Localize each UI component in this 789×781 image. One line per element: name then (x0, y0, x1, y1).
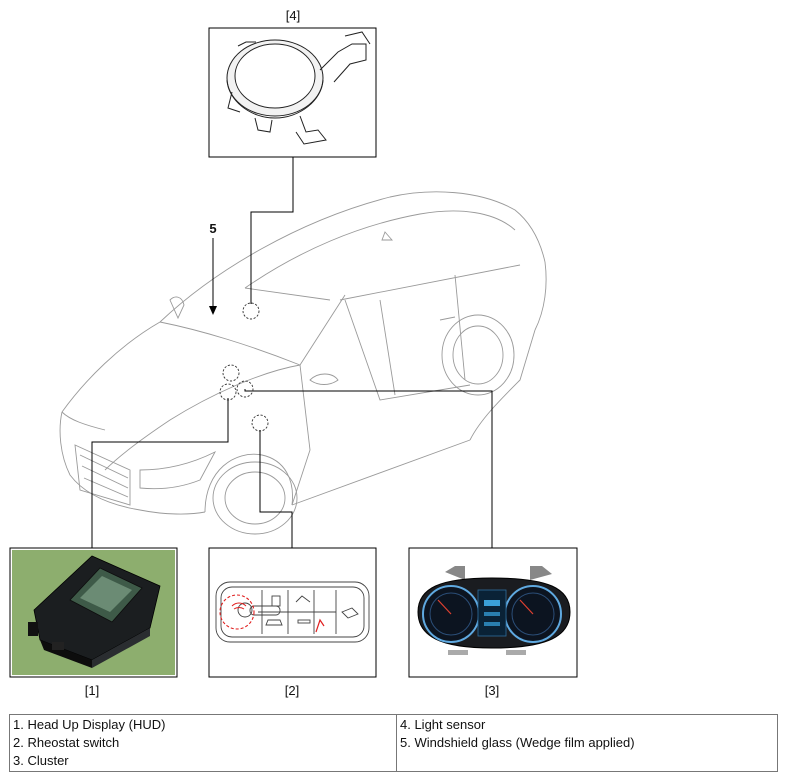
callout-label-2: [2] (284, 683, 300, 698)
cluster-panel (408, 547, 578, 678)
legend-item: 3. Cluster (13, 753, 69, 768)
car-outline (59, 191, 547, 535)
legend-item: 1. Head Up Display (HUD) (13, 717, 166, 732)
callout-label-1: [1] (84, 683, 100, 698)
rheostat-switch-panel (208, 547, 377, 678)
diagram-canvas (9, 27, 578, 678)
legend-right-column: 4. Light sensor 5. Windshield glass (Wed… (396, 714, 778, 772)
hud-panel (9, 547, 178, 678)
location-markers (219, 302, 269, 432)
windshield-arrow (209, 238, 217, 315)
callout-label-4: [4] (285, 8, 301, 23)
legend-item: 4. Light sensor (400, 717, 486, 732)
leader-lines (91, 157, 493, 548)
legend-item: 2. Rheostat switch (13, 735, 120, 750)
legend-left-column: 1. Head Up Display (HUD) 2. Rheostat swi… (9, 714, 397, 772)
legend-item: 5. Windshield glass (Wedge film applied) (400, 735, 635, 750)
windshield-marker-label: 5 (209, 221, 217, 236)
light-sensor-panel (208, 27, 377, 158)
legend-table: 1. Head Up Display (HUD) 2. Rheostat swi… (9, 714, 778, 772)
callout-label-3: [3] (484, 683, 500, 698)
